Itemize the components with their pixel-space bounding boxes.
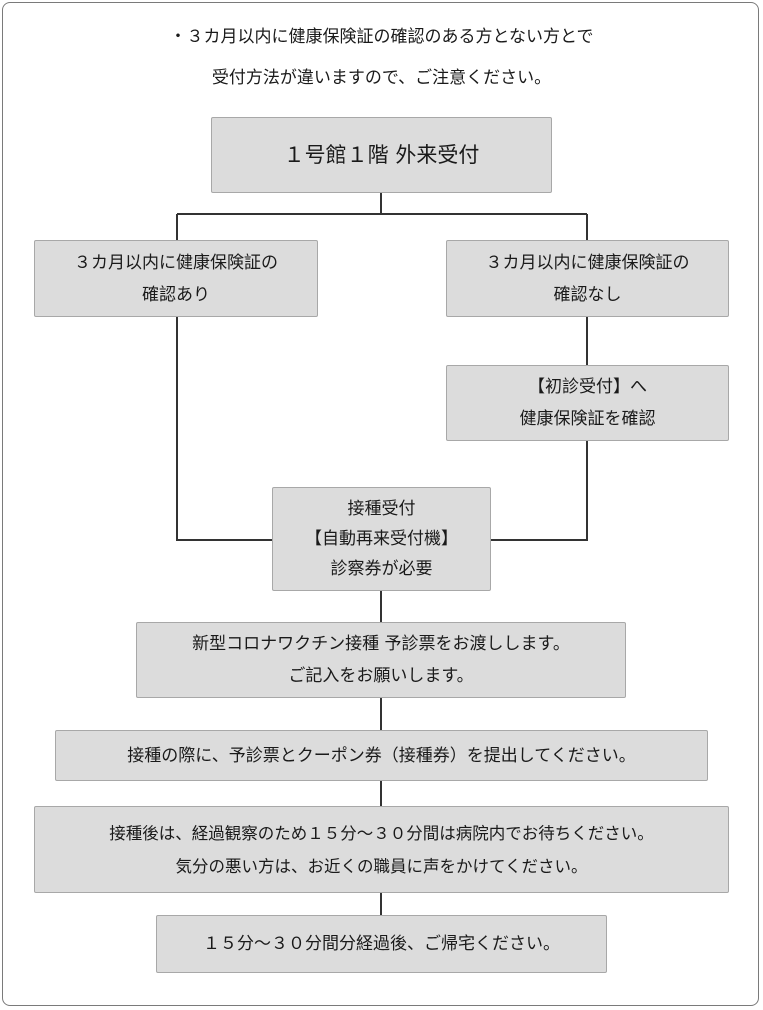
not-confirmed-line-2: 確認なし: [553, 284, 622, 305]
first-visit-line-2: 健康保険証を確認: [519, 409, 656, 429]
vaccine-reception-line-1: 接種受付: [347, 499, 416, 519]
confirmed-line-2: 確認あり: [142, 284, 210, 305]
vaccine-reception-box: 接種受付 【自動再来受付機】 診察券が必要: [272, 487, 491, 591]
not-confirmed-line-1: ３カ月以内に健康保険証の: [485, 252, 690, 273]
confirmed-line-1: ３カ月以内に健康保険証の: [74, 252, 278, 273]
note-line-1: ・３カ月以内に健康保険証の確認のある方とない方とで: [169, 27, 594, 47]
go-home-box: １５分～３０分間分経過後、ご帰宅ください。: [156, 915, 607, 973]
reception-label: １号館１階 外来受付: [283, 143, 480, 167]
connector-first-visit-to-vaccine-reception: [491, 441, 588, 541]
note-line-2: 受付方法が違いますので、ご注意ください。: [211, 68, 552, 88]
first-visit-line-1: 【初診受付】へ: [528, 377, 647, 397]
vaccine-reception-line-2: 【自動再来受付機】: [305, 529, 458, 549]
questionnaire-box: 新型コロナワクチン接種 予診票をお渡しします。 ご記入をお願いします。: [136, 622, 626, 698]
questionnaire-line-1: 新型コロナワクチン接種 予診票をお渡しします。: [192, 634, 570, 654]
observation-line-2: 気分の悪い方は、お近くの職員に声をかけてください。: [175, 856, 588, 876]
submit-box: 接種の際に、予診票とクーポン券（接種券）を提出してください。: [55, 730, 708, 781]
first-visit-box: 【初診受付】へ 健康保険証を確認: [446, 365, 729, 441]
connector-confirmed-to-vaccine-reception: [176, 317, 272, 541]
observation-line-1: 接種後は、経過観察のため１５分～３０分間は病院内でお待ちください。: [109, 823, 654, 843]
not-confirmed-box: ３カ月以内に健康保険証の 確認なし: [446, 240, 729, 317]
submit-line-1: 接種の際に、予診票とクーポン券（接種券）を提出してください。: [127, 745, 636, 766]
go-home-line-1: １５分～３０分間分経過後、ご帰宅ください。: [203, 934, 560, 954]
confirmed-box: ３カ月以内に健康保険証の 確認あり: [34, 240, 318, 317]
reception-box: １号館１階 外来受付: [211, 117, 552, 193]
vaccine-reception-line-3: 診察券が必要: [330, 559, 433, 579]
questionnaire-line-2: ご記入をお願いします。: [288, 666, 474, 686]
observation-box: 接種後は、経過観察のため１５分～３０分間は病院内でお待ちください。 気分の悪い方…: [34, 806, 729, 893]
